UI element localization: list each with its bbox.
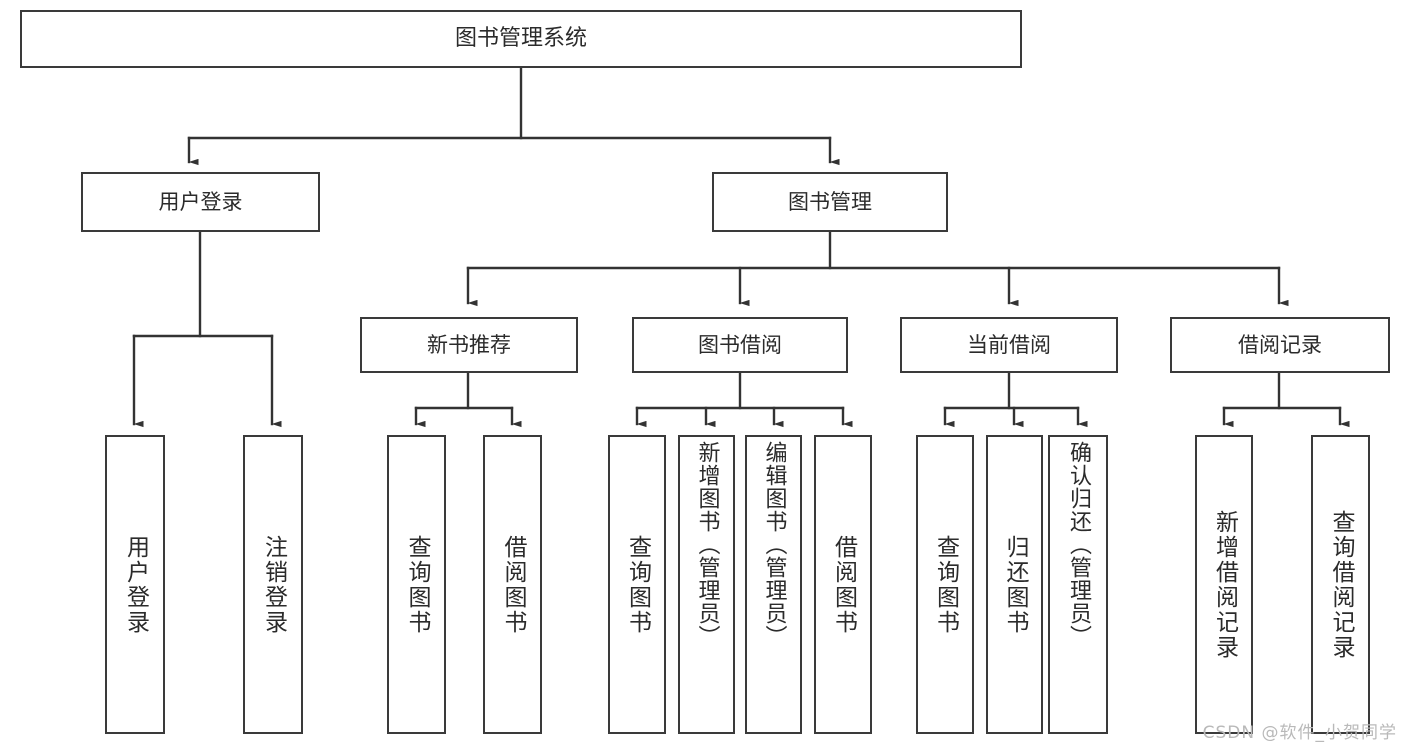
node-book-borrow[interactable]: 图书借阅 xyxy=(632,317,848,373)
node-label: 编辑图书（管理员） xyxy=(761,441,787,648)
node-label: 图书管理 xyxy=(788,189,872,214)
leaf-record-add-record[interactable]: 新增借阅记录 xyxy=(1195,435,1253,734)
node-label: 用户登录 xyxy=(122,534,149,635)
node-label: 借阅记录 xyxy=(1238,332,1322,357)
node-label: 借阅图书 xyxy=(830,534,857,635)
leaf-user-logout[interactable]: 注销登录 xyxy=(243,435,303,734)
leaf-borrow-edit-book-admin[interactable]: 编辑图书（管理员） xyxy=(745,435,802,734)
leaf-current-confirm-return-admin[interactable]: 确认归还（管理员） xyxy=(1048,435,1108,734)
node-label: 新增图书（管理员） xyxy=(694,441,720,648)
node-label: 查询借阅记录 xyxy=(1328,509,1354,660)
leaf-record-query-record[interactable]: 查询借阅记录 xyxy=(1311,435,1370,734)
node-label: 注销登录 xyxy=(260,534,287,635)
leaf-borrow-borrow-book[interactable]: 借阅图书 xyxy=(814,435,872,734)
node-book-management[interactable]: 图书管理 xyxy=(712,172,948,232)
node-current-borrow[interactable]: 当前借阅 xyxy=(900,317,1118,373)
node-label: 确认归还（管理员） xyxy=(1066,441,1091,648)
leaf-recommend-borrow-book[interactable]: 借阅图书 xyxy=(483,435,542,734)
leaf-recommend-query-book[interactable]: 查询图书 xyxy=(387,435,446,734)
node-user-login[interactable]: 用户登录 xyxy=(81,172,320,232)
leaf-borrow-query-book[interactable]: 查询图书 xyxy=(608,435,666,734)
node-new-book-recommend[interactable]: 新书推荐 xyxy=(360,317,578,373)
node-label: 归还图书 xyxy=(1002,534,1028,635)
node-label: 查询图书 xyxy=(932,534,959,635)
node-label: 查询图书 xyxy=(404,534,430,635)
node-label: 新增借阅记录 xyxy=(1211,509,1238,660)
node-label: 新书推荐 xyxy=(427,332,511,357)
node-borrow-record[interactable]: 借阅记录 xyxy=(1170,317,1390,373)
node-root-system[interactable]: 图书管理系统 xyxy=(20,10,1022,68)
node-label: 当前借阅 xyxy=(967,332,1051,357)
node-label: 借阅图书 xyxy=(500,534,526,635)
leaf-user-login[interactable]: 用户登录 xyxy=(105,435,165,734)
node-label: 用户登录 xyxy=(158,189,243,214)
node-label: 图书管理系统 xyxy=(454,26,587,52)
leaf-current-query-book[interactable]: 查询图书 xyxy=(916,435,974,734)
leaf-current-return-book[interactable]: 归还图书 xyxy=(986,435,1043,734)
node-label: 查询图书 xyxy=(624,534,651,635)
node-label: 图书借阅 xyxy=(698,332,782,357)
leaf-borrow-add-book-admin[interactable]: 新增图书（管理员） xyxy=(678,435,735,734)
